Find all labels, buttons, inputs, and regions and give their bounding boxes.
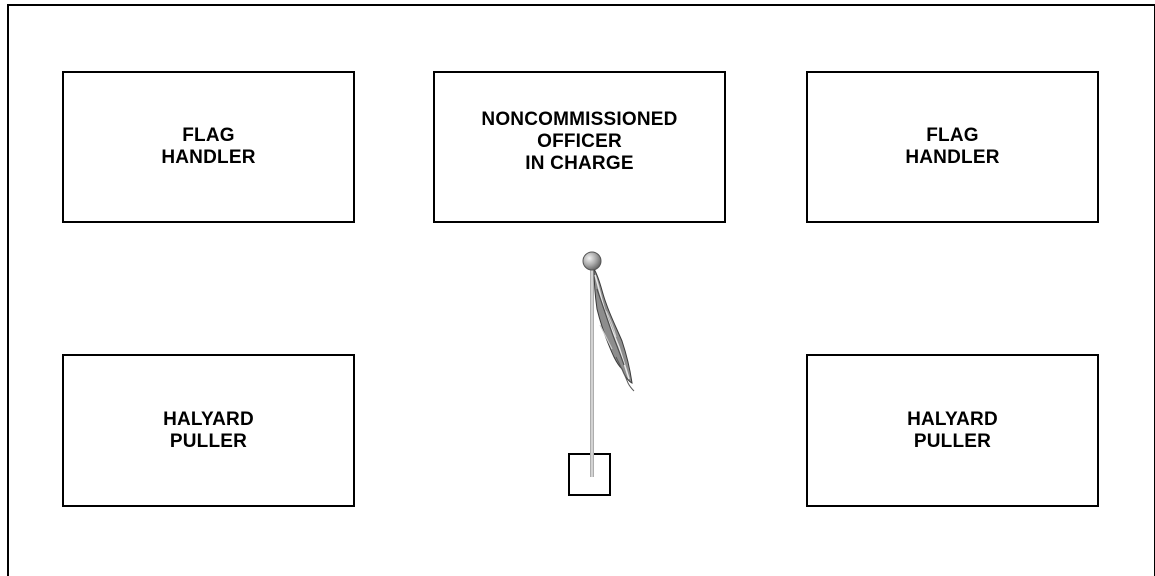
flag-handler-right-label: FLAG HANDLER — [905, 125, 999, 169]
halyard-puller-right-box: HALYARD PULLER — [806, 354, 1099, 507]
flag-handler-left-label: FLAG HANDLER — [161, 125, 255, 169]
nco-in-charge-label: NONCOMMISSIONED OFFICER IN CHARGE — [481, 109, 677, 175]
pole-base-icon — [569, 454, 610, 495]
flag-handler-left-box: FLAG HANDLER — [62, 71, 355, 223]
halyard-puller-left-label: HALYARD PULLER — [163, 409, 254, 453]
halyard-puller-right-label: HALYARD PULLER — [907, 409, 998, 453]
flagpole-icon — [550, 245, 650, 500]
pole-shaft — [590, 265, 594, 477]
flag-handler-right-box: FLAG HANDLER — [806, 71, 1099, 223]
halyard-puller-left-box: HALYARD PULLER — [62, 354, 355, 507]
nco-in-charge-box: NONCOMMISSIONED OFFICER IN CHARGE — [433, 71, 726, 223]
finial-icon — [583, 252, 601, 270]
flag-icon — [594, 269, 634, 391]
